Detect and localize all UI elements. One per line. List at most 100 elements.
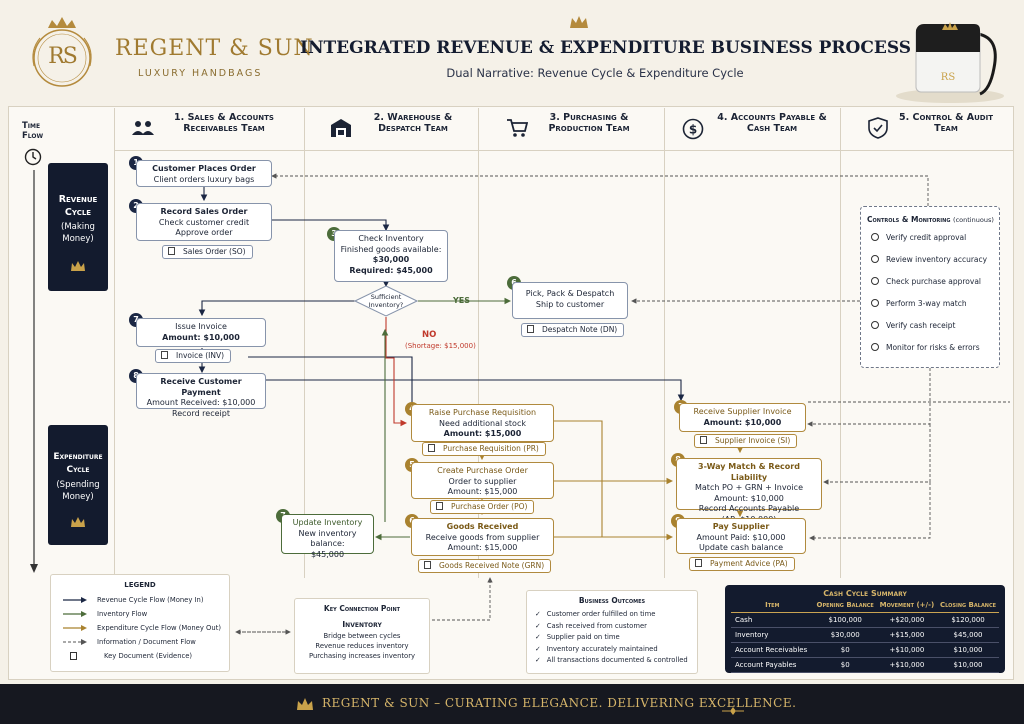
step-line: $30,000 bbox=[372, 255, 410, 264]
step-line: Finished goods available: bbox=[340, 244, 442, 254]
step-pay-supplier[interactable]: Pay Supplier Amount Paid: $10,000 Update… bbox=[676, 518, 806, 554]
table-cell: Account Receivables bbox=[731, 642, 814, 658]
check-circle-icon bbox=[871, 255, 879, 263]
outcome-label: Customer order fulfilled on time bbox=[546, 610, 656, 618]
outcome-label: Cash received from customer bbox=[546, 621, 647, 630]
step-goods-received[interactable]: Goods Received Receive goods from suppli… bbox=[411, 518, 554, 556]
doc-payment-advice[interactable]: Payment Advice (PA) bbox=[689, 557, 795, 571]
decision-sufficient-inventory[interactable]: Sufficient Inventory? bbox=[353, 285, 419, 317]
step-record-sales-order[interactable]: Record Sales Order Check customer credit… bbox=[136, 203, 272, 241]
control-item: Perform 3-way match bbox=[867, 293, 993, 315]
warehouse-icon bbox=[330, 118, 352, 141]
legend-item: Inventory Flow bbox=[51, 607, 229, 621]
table-header: Item bbox=[731, 598, 814, 613]
step-line: Amount Received: $10,000 bbox=[146, 398, 256, 407]
step-update-inventory[interactable]: Update Inventory New inventory balance: … bbox=[281, 514, 374, 559]
footer-bar: REGENT & SUN – CURATING ELEGANCE. DELIVE… bbox=[0, 684, 1024, 724]
step-line: Approve order bbox=[175, 228, 233, 237]
step-line: Record receipt bbox=[172, 408, 230, 418]
doc-label: Invoice (INV) bbox=[176, 351, 225, 360]
key-point-sub: Inventory bbox=[342, 620, 382, 629]
document-icon bbox=[700, 436, 707, 444]
document-icon bbox=[168, 247, 175, 255]
team-label: 4. Accounts Payable & Cash Team bbox=[717, 112, 827, 134]
control-item: Monitor for risks & errors bbox=[867, 337, 993, 359]
team-control-audit: 5. Control & Audit Team bbox=[862, 112, 1010, 150]
legend-title: LEGEND bbox=[124, 581, 156, 589]
table-header: Closing Balance bbox=[937, 598, 999, 613]
time-flow-arrow bbox=[29, 170, 39, 579]
doc-supplier-invoice[interactable]: Supplier Invoice (SI) bbox=[694, 434, 798, 448]
table-cell: $45,000 bbox=[937, 627, 999, 643]
doc-purchase-order[interactable]: Purchase Order (PO) bbox=[430, 500, 535, 514]
step-title: Record Sales Order bbox=[160, 207, 248, 216]
footer-tagline: REGENT & SUN – CURATING ELEGANCE. DELIVE… bbox=[322, 696, 797, 710]
dollar-icon: $ bbox=[682, 118, 704, 143]
step-receive-customer-payment[interactable]: Receive Customer Payment Amount Received… bbox=[136, 373, 266, 418]
step-receive-supplier-invoice[interactable]: Receive Supplier Invoice Amount: $10,000 bbox=[679, 403, 806, 432]
outcome-item: ✓Supplier paid on time bbox=[535, 632, 697, 644]
svg-text:RS: RS bbox=[941, 72, 956, 83]
doc-invoice[interactable]: Invoice (INV) bbox=[155, 349, 232, 363]
check-circle-icon bbox=[871, 277, 879, 285]
step-customer-places-order[interactable]: Customer Places Order Client orders luxu… bbox=[136, 160, 272, 187]
legend-label: Inventory Flow bbox=[97, 610, 148, 618]
step-three-way-match[interactable]: 3-Way Match & Record Liability Match PO … bbox=[676, 458, 822, 524]
doc-label: Goods Received Note (GRN) bbox=[439, 561, 545, 570]
step-issue-invoice[interactable]: Issue Invoice Amount: $10,000 bbox=[136, 318, 266, 347]
team-label: 1. Sales & Accounts Receivables Team bbox=[174, 112, 274, 134]
document-icon bbox=[695, 559, 702, 567]
doc-goods-received-note[interactable]: Goods Received Note (GRN) bbox=[418, 559, 552, 573]
brand-monogram: RS bbox=[48, 44, 78, 69]
table-header: Movement (+/-) bbox=[876, 598, 938, 613]
doc-despatch-note[interactable]: Despatch Note (DN) bbox=[521, 323, 625, 337]
doc-sales-order[interactable]: Sales Order (SO) bbox=[162, 245, 253, 259]
svg-text:$: $ bbox=[689, 123, 697, 137]
control-item-label: Verify cash receipt bbox=[886, 321, 956, 330]
legend-item: Key Document (Evidence) bbox=[51, 649, 229, 663]
step-title: Update Inventory bbox=[292, 518, 363, 527]
step-create-purchase-order[interactable]: Create Purchase Order Order to supplier … bbox=[411, 462, 554, 499]
table-cell: Account Payables bbox=[731, 657, 814, 673]
step-line: Amount: $10,000 bbox=[714, 493, 784, 503]
table-header: Opening Balance bbox=[813, 598, 877, 613]
brand-logo: RS bbox=[26, 14, 98, 92]
step-pick-pack-despatch[interactable]: Pick, Pack & Despatch Ship to customer bbox=[512, 282, 628, 319]
outcome-item: ✓Inventory accurately maintained bbox=[535, 644, 697, 656]
check-circle-icon bbox=[871, 321, 879, 329]
cart-icon bbox=[506, 118, 529, 141]
doc-label: Supplier Invoice (SI) bbox=[715, 436, 791, 445]
doc-purchase-requisition[interactable]: Purchase Requisition (PR) bbox=[422, 442, 546, 456]
step-title: Receive Customer Payment bbox=[160, 377, 242, 397]
decision-yes-label: YES bbox=[453, 296, 471, 305]
controls-title: Controls & Monitoring bbox=[867, 215, 951, 224]
step-line: Update cash balance bbox=[698, 543, 784, 552]
doc-label: Despatch Note (DN) bbox=[542, 325, 618, 334]
step-line: New inventory balance: bbox=[298, 528, 357, 549]
lane-divider bbox=[478, 108, 479, 578]
step-line: Client orders luxury bags bbox=[153, 174, 255, 184]
decision-no-label: NO bbox=[422, 330, 437, 340]
controls-note: (continuous) bbox=[953, 216, 994, 224]
document-icon bbox=[527, 325, 534, 333]
checkmark-icon: ✓ bbox=[535, 656, 541, 664]
step-title: Customer Places Order bbox=[152, 164, 256, 173]
cash-cycle-summary: Cash Cycle Summary Item Opening Balance … bbox=[725, 585, 1005, 673]
step-raise-purchase-requisition[interactable]: Raise Purchase Requisition Need addition… bbox=[411, 404, 554, 442]
step-check-inventory[interactable]: Check Inventory Finished goods available… bbox=[334, 230, 448, 282]
step-line: Amount: $15,000 bbox=[447, 487, 518, 496]
control-item: Review inventory accuracy bbox=[867, 249, 993, 271]
team-label: 5. Control & Audit Team bbox=[898, 112, 993, 134]
outcome-item: ✓All transactions documented & controlle… bbox=[535, 655, 697, 667]
control-item: Verify credit approval bbox=[867, 227, 993, 249]
doc-label: Payment Advice (PA) bbox=[710, 559, 788, 568]
key-connection-panel: Key Connection Point Inventory Bridge be… bbox=[294, 598, 430, 674]
doc-label: Sales Order (SO) bbox=[183, 247, 246, 256]
checkmark-icon: ✓ bbox=[535, 621, 541, 630]
expenditure-cycle-panel: Expenditure Cycle (Spending Money) bbox=[48, 425, 108, 545]
revenue-cycle-sub: (Making Money) bbox=[61, 222, 95, 244]
table-cell: +$15,000 bbox=[876, 627, 938, 643]
crown-icon bbox=[48, 513, 108, 532]
key-point-line: Revenue reduces inventory bbox=[315, 642, 409, 650]
legend-item: Expenditure Cycle Flow (Money Out) bbox=[51, 621, 229, 635]
